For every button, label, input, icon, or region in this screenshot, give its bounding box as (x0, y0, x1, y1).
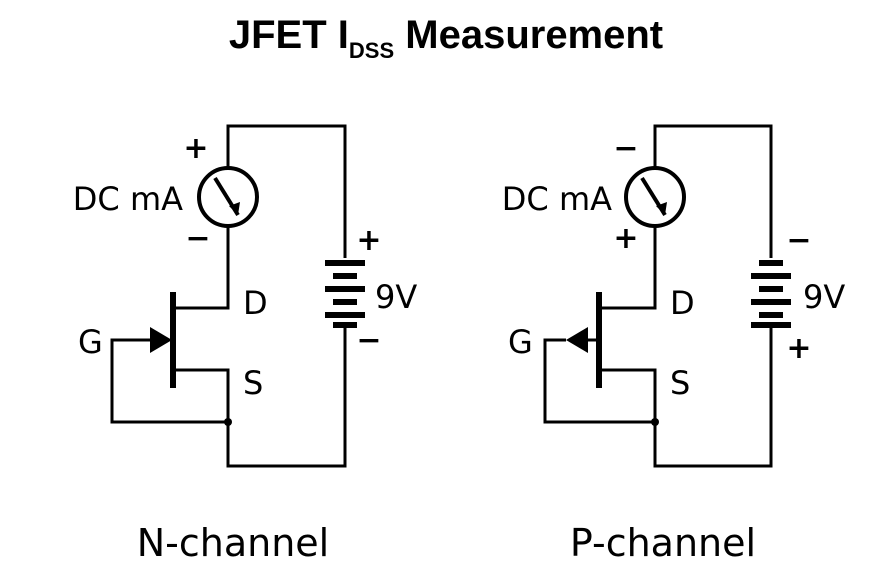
n-battery-label: 9V (375, 278, 417, 316)
p-top-wire (653, 124, 773, 258)
n-channel-circuit: DC mA + − D S G 9V + − N-channel (73, 124, 417, 565)
n-meter-bottom-sign: − (185, 221, 210, 256)
p-junction-dot (651, 418, 659, 426)
diagram-title: JFET IDSS Measurement (229, 13, 663, 63)
p-channel-circuit: DC mA − + D S G 9V − + P-channel (502, 124, 845, 565)
p-gate-arrow (566, 327, 588, 353)
n-drain-wire (176, 226, 230, 310)
p-gate-wire (543, 338, 655, 424)
n-jfet-symbol (150, 292, 176, 388)
n-battery-top-sign: + (356, 223, 381, 258)
p-battery-bottom-sign: + (786, 331, 811, 366)
n-channel-caption: N-channel (137, 521, 330, 565)
p-drain-wire (602, 226, 657, 310)
p-battery-top-sign: − (786, 223, 811, 258)
p-battery-label: 9V (803, 278, 845, 316)
p-jfet-symbol (566, 292, 602, 388)
p-drain-label: D (670, 284, 695, 322)
n-gate-arrow (150, 327, 172, 353)
n-meter-label: DC mA (73, 180, 183, 218)
p-meter-bottom-sign: + (613, 221, 638, 256)
p-source-wire (602, 368, 657, 422)
n-meter-top-sign: + (183, 131, 208, 166)
n-source-label: S (243, 364, 263, 402)
p-meter-label: DC mA (502, 180, 612, 218)
p-gate-label: G (508, 323, 533, 361)
p-source-label: S (670, 364, 690, 402)
n-ammeter (197, 166, 259, 228)
p-bottom-wire (653, 325, 773, 468)
n-gate-wire (110, 338, 228, 424)
n-junction-dot (224, 418, 232, 426)
p-meter-top-sign: − (613, 131, 638, 166)
n-battery-bottom-sign: − (356, 323, 381, 358)
n-gate-label: G (78, 323, 103, 361)
p-ammeter (624, 166, 686, 228)
n-source-wire (176, 368, 230, 422)
n-bottom-wire (226, 325, 347, 468)
n-top-wire (226, 124, 347, 258)
p-battery (751, 260, 791, 328)
p-channel-caption: P-channel (570, 521, 756, 565)
n-drain-label: D (243, 284, 268, 322)
n-battery (325, 260, 365, 328)
